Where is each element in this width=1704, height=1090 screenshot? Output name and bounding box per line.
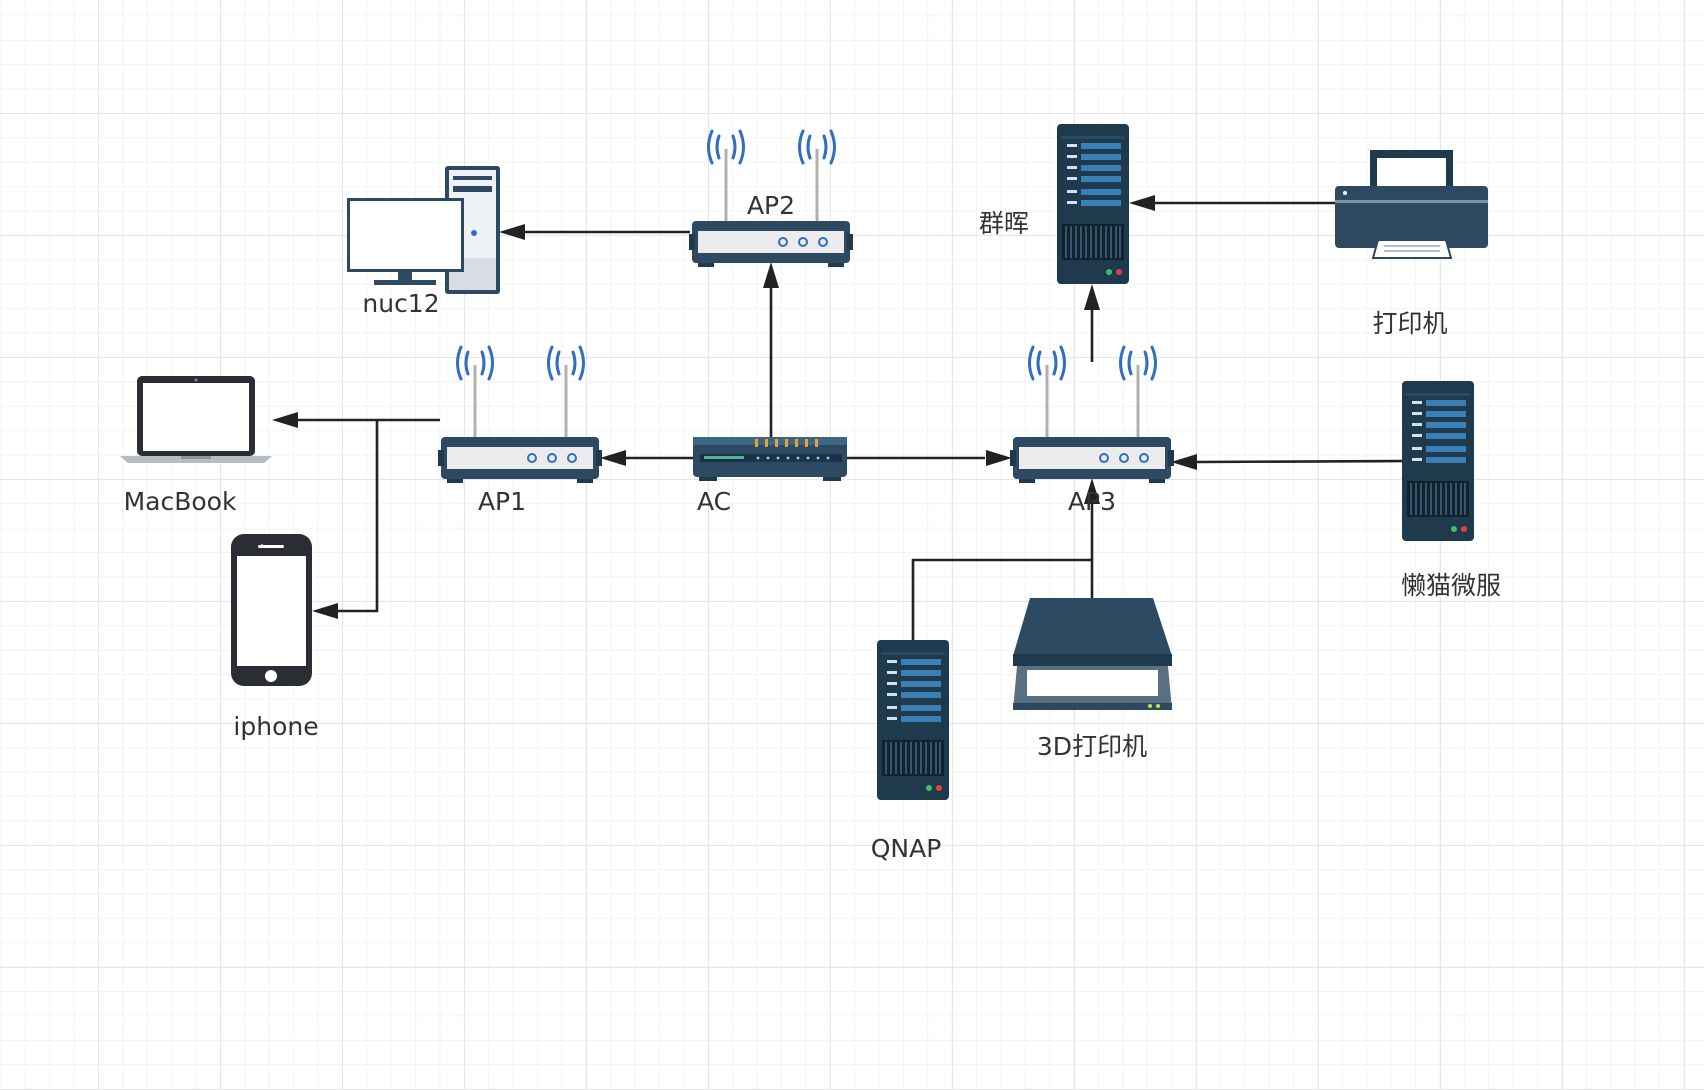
node-label: QNAP: [871, 834, 942, 863]
3d-printer-icon: [1013, 598, 1172, 710]
node-qnap[interactable]: QNAP: [871, 639, 950, 863]
node-label: 3D打印机: [1037, 732, 1147, 761]
node-ap3[interactable]: AP3: [1008, 345, 1176, 516]
edge-lanmao-ap3: [1195, 459, 1403, 464]
arrowhead: [1084, 284, 1100, 310]
arrowhead: [312, 603, 338, 619]
arrowhead: [1171, 454, 1197, 470]
laptop-icon: [120, 376, 272, 463]
node-label: AP3: [1068, 487, 1116, 516]
node-qunhui[interactable]: 群晖: [979, 123, 1130, 285]
network-switch-icon: [693, 437, 847, 481]
edge-ap1-iphone: [337, 420, 379, 613]
node-label: 懒猫微服: [1401, 571, 1501, 600]
arrowhead: [1084, 478, 1100, 504]
node-macbook[interactable]: MacBook: [120, 376, 272, 516]
wireless-router-icon: [1008, 345, 1176, 485]
node-label: AC: [697, 487, 731, 516]
node-label: iphone: [233, 712, 318, 741]
wireless-router-icon: [436, 345, 604, 485]
node-label: AP1: [478, 487, 526, 516]
node-ap2[interactable]: AP2: [687, 129, 855, 269]
node-iphone[interactable]: iphone: [231, 534, 319, 741]
printer-icon: [1335, 150, 1488, 259]
node-ap1[interactable]: AP1: [436, 345, 604, 516]
edge-qnap-ap3: [911, 558, 1092, 642]
node-label: AP2: [747, 191, 795, 220]
node-label: 打印机: [1372, 309, 1447, 338]
desktop-computer-icon: [347, 166, 500, 294]
server-tower-icon: [1056, 123, 1130, 285]
node-label: MacBook: [124, 487, 237, 516]
node-label: 群晖: [979, 209, 1029, 238]
node-label: nuc12: [362, 289, 439, 318]
connectors: [272, 195, 1403, 642]
arrowhead: [600, 450, 626, 466]
arrowhead: [272, 412, 298, 428]
node-lanmao[interactable]: 懒猫微服: [1401, 380, 1501, 600]
arrowhead: [986, 450, 1012, 466]
node-nuc12[interactable]: nuc12: [347, 166, 500, 318]
smartphone-icon: [231, 534, 312, 686]
server-tower-icon: [876, 639, 950, 801]
node-printer3d[interactable]: 3D打印机: [1013, 598, 1172, 761]
node-printer[interactable]: 打印机: [1335, 150, 1488, 338]
arrowhead: [499, 224, 525, 240]
server-tower-icon: [1401, 380, 1475, 542]
node-ac[interactable]: AC: [693, 437, 847, 516]
arrowhead: [1129, 195, 1155, 211]
arrowhead: [763, 262, 779, 288]
